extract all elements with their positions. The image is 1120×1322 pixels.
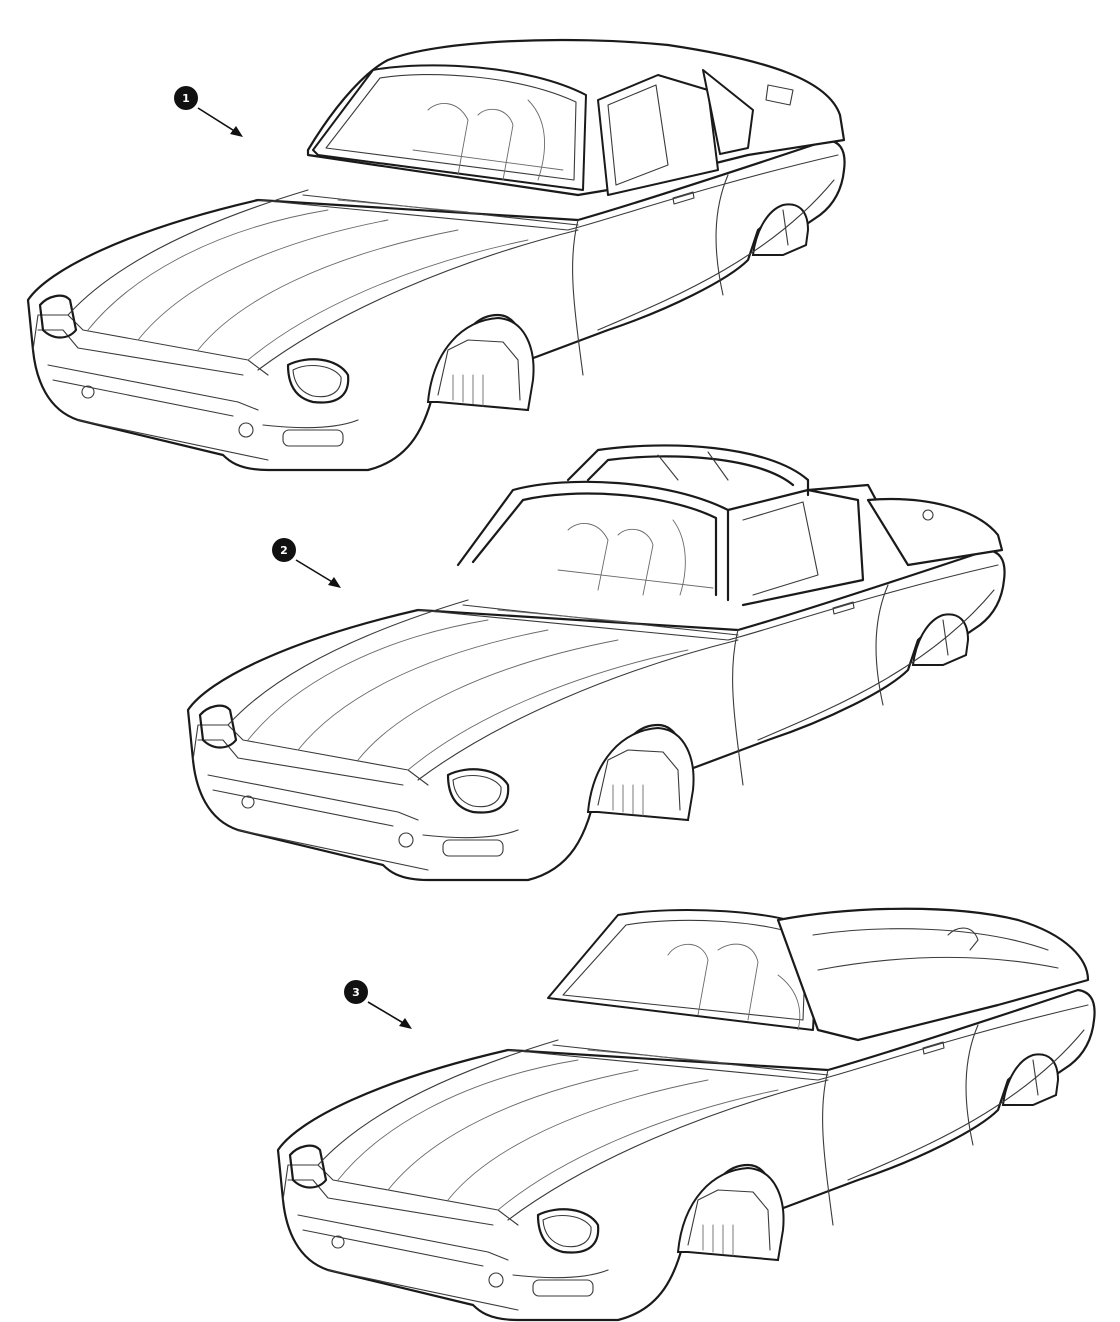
convertible-body-illustration	[276, 907, 1096, 1322]
callout-1: 1	[174, 86, 243, 137]
callout-2-label: 2	[280, 544, 288, 557]
convertible-cabin	[547, 907, 1090, 1042]
saloon-body-illustration	[26, 38, 846, 472]
arrow-icon	[197, 107, 237, 133]
arrow-icon	[295, 559, 335, 584]
targa-body-illustration	[186, 444, 1006, 882]
callout-3-label: 3	[352, 986, 360, 999]
saloon-roof	[306, 38, 846, 197]
callout-3: 3	[344, 980, 412, 1029]
arrow-icon	[367, 1001, 406, 1025]
callout-marker-icon	[174, 86, 198, 110]
callout-marker-icon	[272, 538, 296, 562]
callout-1-label: 1	[182, 92, 190, 105]
targa-roll-frame	[456, 444, 1004, 607]
callout-2: 2	[272, 538, 341, 588]
callout-marker-icon	[344, 980, 368, 1004]
